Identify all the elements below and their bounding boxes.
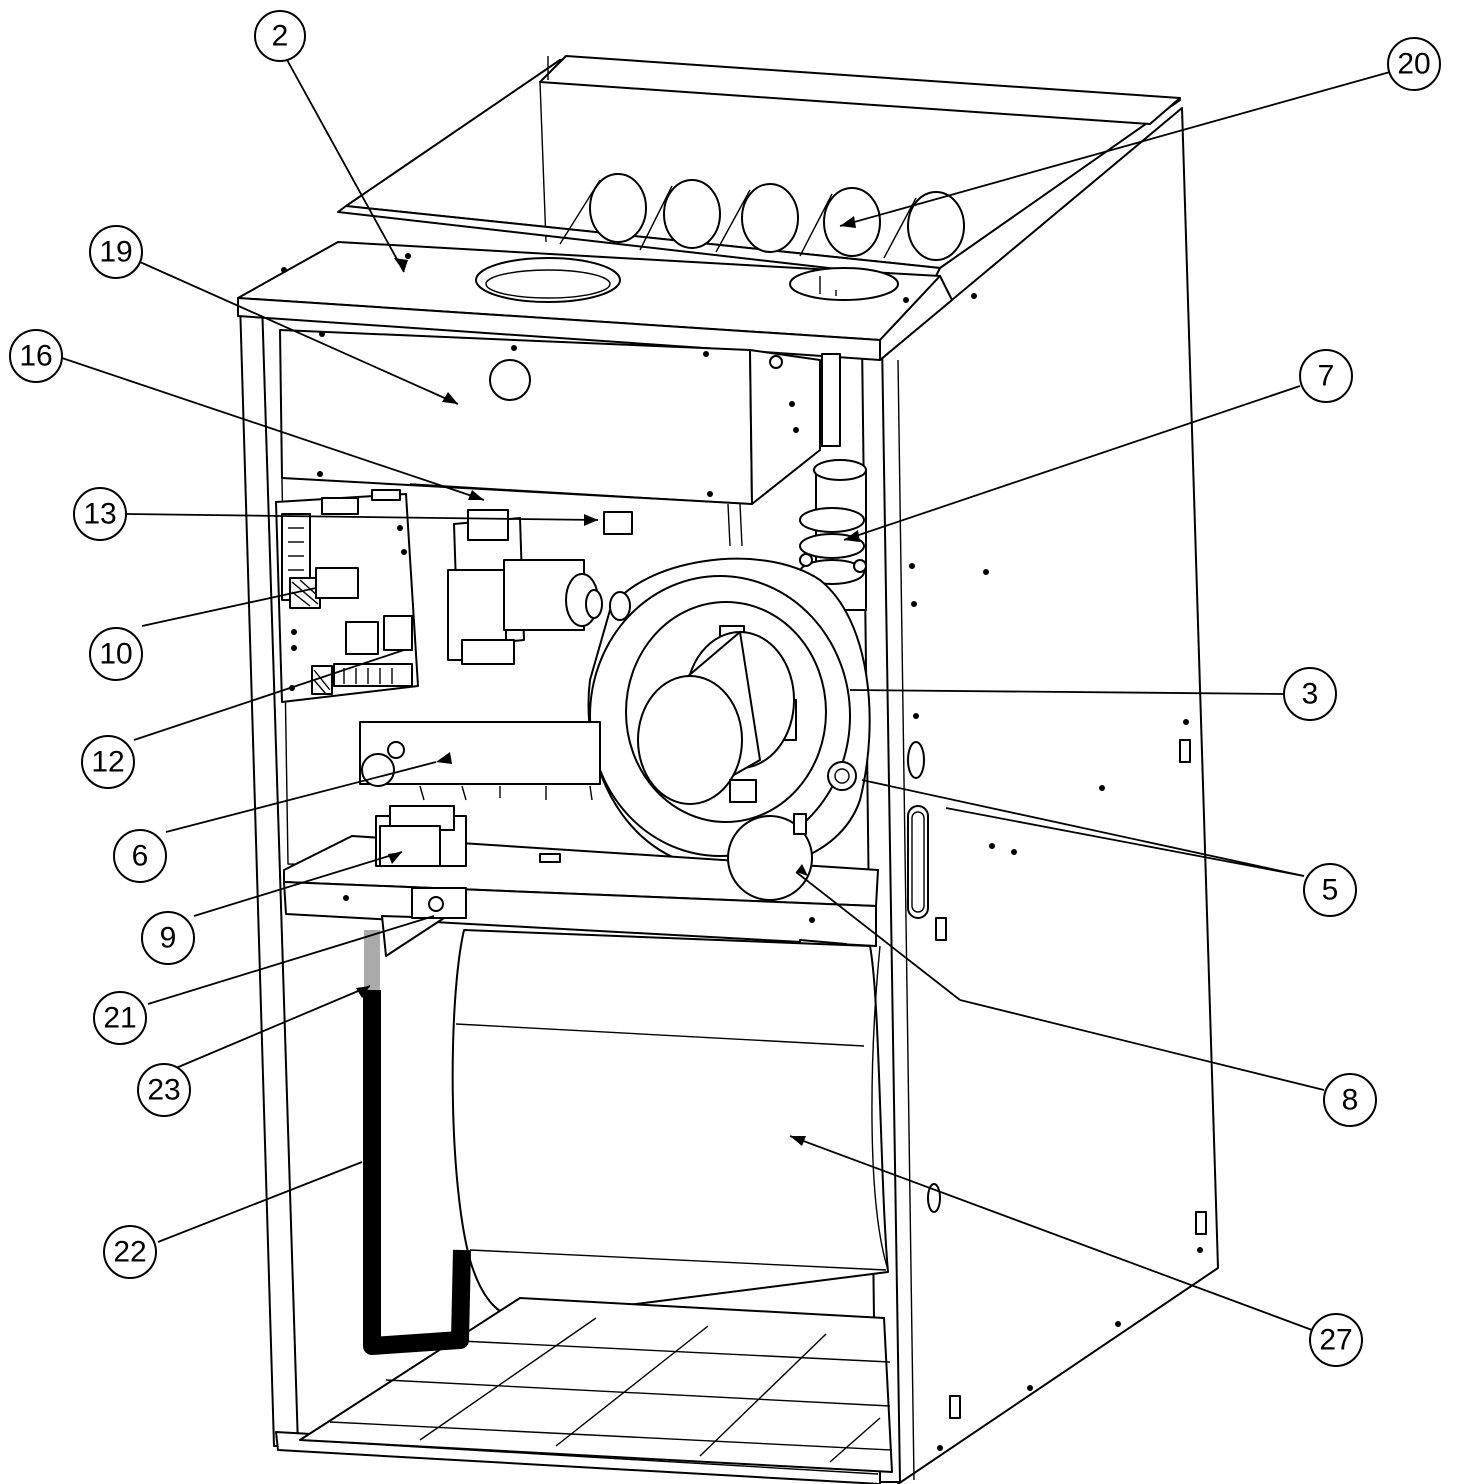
callout-8-label: 8 bbox=[1342, 1084, 1359, 1117]
callout-5-label: 5 bbox=[1322, 874, 1339, 907]
callout-6: 6 bbox=[113, 829, 167, 883]
door-switch bbox=[411, 887, 467, 919]
callout-9-label: 9 bbox=[160, 922, 177, 955]
base-grid bbox=[299, 1297, 893, 1473]
leader-lines bbox=[61, 57, 1391, 1331]
callout-2: 2 bbox=[254, 10, 306, 62]
limit-switch bbox=[727, 813, 813, 901]
burner-manifold bbox=[359, 721, 601, 801]
callout-12: 12 bbox=[81, 735, 135, 789]
callout-2-label: 2 bbox=[272, 20, 289, 53]
gas-valve bbox=[447, 509, 633, 665]
vent-opening-large bbox=[475, 257, 621, 303]
callout-7-label: 7 bbox=[1318, 360, 1335, 393]
callout-20-label: 20 bbox=[1397, 48, 1430, 81]
cabinet bbox=[239, 107, 1219, 1484]
callout-19-label: 19 bbox=[99, 236, 132, 269]
callout-6-label: 6 bbox=[132, 840, 149, 873]
callout-3: 3 bbox=[1283, 667, 1337, 721]
callout-21: 21 bbox=[93, 991, 147, 1045]
callout-19: 19 bbox=[89, 225, 143, 279]
callout-23-label: 23 bbox=[147, 1074, 180, 1107]
callout-16-label: 16 bbox=[19, 340, 52, 373]
callout-27: 27 bbox=[1309, 1313, 1363, 1367]
callout-8: 8 bbox=[1323, 1073, 1377, 1127]
callout-9: 9 bbox=[141, 911, 195, 965]
callout-16: 16 bbox=[9, 329, 63, 383]
control-board bbox=[275, 489, 419, 703]
callout-22: 22 bbox=[103, 1225, 157, 1279]
callout-23: 23 bbox=[137, 1063, 191, 1117]
callout-13-label: 13 bbox=[83, 498, 116, 531]
blower-housing bbox=[451, 929, 889, 1320]
inducer-blower bbox=[587, 557, 871, 872]
callout-10: 10 bbox=[89, 627, 143, 681]
heat-exchanger-tubes bbox=[559, 173, 965, 261]
drain-hose bbox=[363, 930, 471, 1355]
callout-7: 7 bbox=[1299, 349, 1353, 403]
callout-27-label: 27 bbox=[1319, 1324, 1352, 1357]
callout-5: 5 bbox=[1303, 863, 1357, 917]
top-flue-collector bbox=[237, 55, 1181, 361]
callout-3-label: 3 bbox=[1302, 678, 1319, 711]
control-box bbox=[279, 329, 841, 505]
arrow-heads bbox=[356, 216, 860, 1146]
callout-20: 20 bbox=[1387, 37, 1441, 91]
side-panel-details bbox=[875, 563, 1207, 1451]
callout-22-label: 22 bbox=[113, 1236, 146, 1269]
callout-10-label: 10 bbox=[99, 638, 132, 671]
callout-21-label: 21 bbox=[103, 1002, 136, 1035]
callout-12-label: 12 bbox=[91, 746, 124, 779]
callout-13: 13 bbox=[73, 487, 127, 541]
vent-opening-small bbox=[789, 267, 899, 301]
